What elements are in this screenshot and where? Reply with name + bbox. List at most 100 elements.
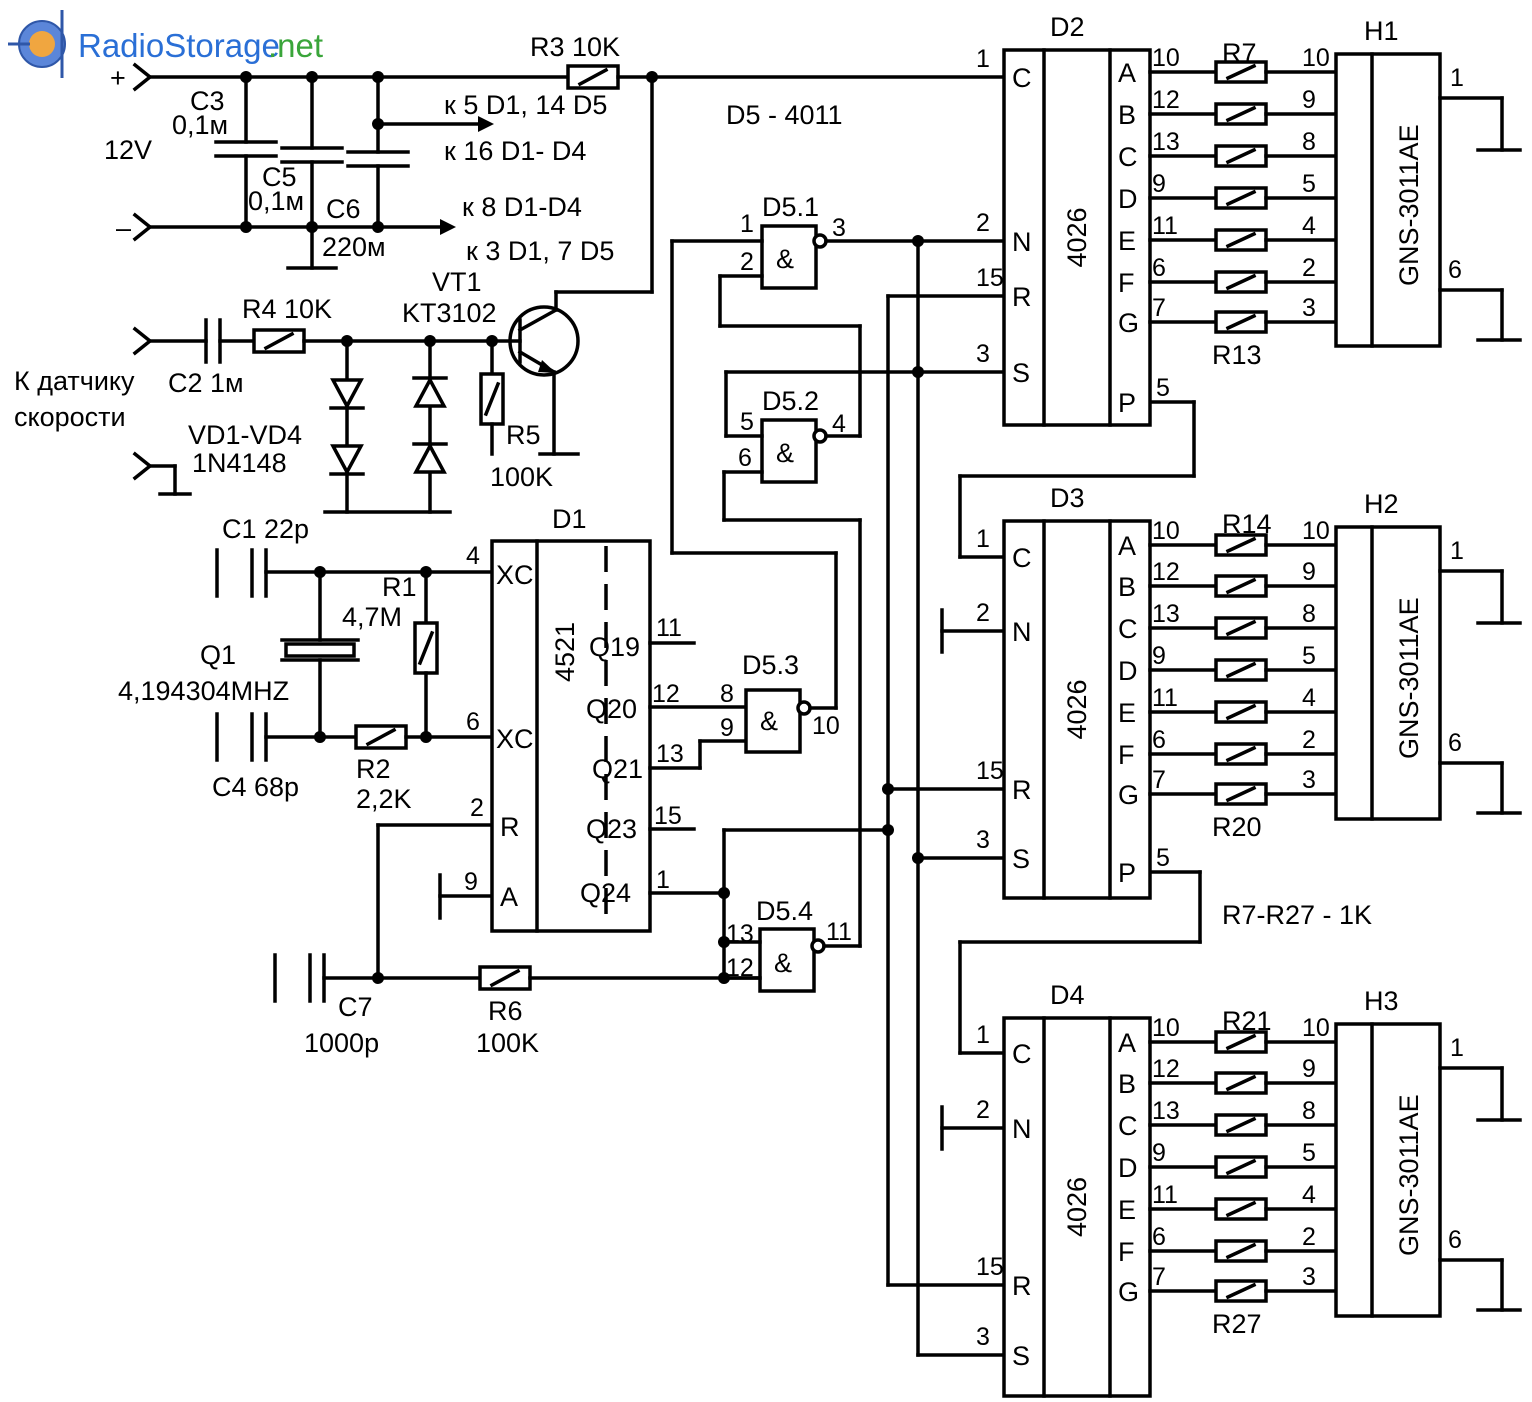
counter-seg-d: D (1118, 184, 1138, 214)
display-pin-6: 6 (1448, 1226, 1462, 1254)
counter-d3-type: 4026 (1062, 679, 1092, 739)
power-note-1: к 5 D1, 14 D5 (444, 90, 607, 120)
d1-num-12: 12 (652, 680, 680, 708)
minus-terminal-label: – (116, 213, 131, 243)
sensor-label-1: К датчику (14, 366, 135, 396)
counter-pin-c: C (1012, 63, 1032, 93)
display-seg-pin: 8 (1302, 600, 1316, 628)
counter-pin-s: S (1012, 844, 1030, 874)
d1-num-1: 1 (656, 866, 670, 894)
gate-d5-4-in1: 13 (726, 920, 754, 948)
c2-label: C2 1м (168, 368, 244, 398)
c1-label: C1 22p (222, 514, 309, 544)
c7-value: 1000p (304, 1028, 379, 1058)
gate-d5-1-in2: 2 (740, 248, 754, 276)
display-seg-pin: 5 (1302, 170, 1316, 198)
counter-seg-e: E (1118, 698, 1136, 728)
counter-seg-pin: 11 (1152, 684, 1178, 712)
counter-seg-pin: 6 (1152, 254, 1166, 282)
counter-pin-p: P (1118, 388, 1136, 418)
counter-seg-b: B (1118, 572, 1136, 602)
gate-d5-1-out: 3 (832, 214, 846, 242)
power-note-3: к 8 D1-D4 (462, 192, 582, 222)
gate-d5-3-symbol: & (760, 706, 778, 736)
gate-d5-2-in2: 6 (738, 444, 752, 472)
counter-seg-e: E (1118, 226, 1136, 256)
gate-d5-4-symbol: & (774, 948, 792, 978)
q1-frequency: 4,194304MHZ (118, 676, 289, 706)
gate-d5-4-name: D5.4 (756, 896, 813, 926)
counter-seg-e: E (1118, 1195, 1136, 1225)
display-seg-pin: 10 (1302, 517, 1330, 545)
gate-d5-2-in1: 5 (740, 408, 754, 436)
d1-num-6: 6 (466, 708, 480, 736)
resistor-r7-label: R7 (1222, 38, 1257, 68)
diodes-type: 1N4148 (192, 448, 287, 478)
display-seg-pin: 8 (1302, 1097, 1316, 1125)
plus-terminal-label: + (110, 63, 126, 93)
counter-pin-c: C (1012, 543, 1032, 573)
counter-seg-d: D (1118, 656, 1138, 686)
counter-seg-pin: 11 (1152, 212, 1178, 240)
gate-d5-3-name: D5.3 (742, 650, 799, 680)
display-seg-pin: 3 (1302, 766, 1316, 794)
d1-pin-xc1: XC (496, 560, 534, 590)
gate-d5-1: & D5.1 1 2 3 (740, 192, 846, 290)
display-h2-name: H2 (1364, 489, 1399, 519)
display-h1-name: H1 (1364, 16, 1399, 46)
r2-label: R2 (356, 754, 391, 784)
display-pin-1: 1 (1450, 1034, 1464, 1062)
counter-pin-r: R (1012, 1271, 1032, 1301)
site-logo[interactable]: RadioStorage .net (8, 10, 323, 78)
counter-seg-f: F (1118, 268, 1135, 298)
counter-seg-pin: 13 (1152, 128, 1180, 156)
counter-seg-pin: 13 (1152, 1097, 1180, 1125)
counter-seg-b: B (1118, 100, 1136, 130)
counter-seg-f: F (1118, 740, 1135, 770)
vt1-label: VT1 (432, 267, 482, 297)
display-seg-pin: 4 (1302, 212, 1316, 240)
d1-chip: D1 4521 XC XC R A Q19 Q20 Q21 Q23 Q24 4 … (464, 504, 748, 933)
gate-d5-1-symbol: & (776, 244, 794, 274)
display-h1-type: GNS-3011AE (1394, 124, 1424, 286)
counter-d2-type: 4026 (1062, 207, 1092, 267)
d1-pin-xc2: XC (496, 724, 534, 754)
gate-d5-3-out: 10 (812, 712, 840, 740)
gate-d5-2-out: 4 (832, 410, 846, 438)
counter-seg-pin: 9 (1152, 642, 1166, 670)
counter-pin-num-s: 3 (976, 340, 990, 368)
display-pin-1: 1 (1450, 537, 1464, 565)
gate-d5-3: & D5.3 8 9 10 (720, 650, 840, 754)
resistor-r14-label: R14 (1222, 509, 1272, 539)
d1-pin-q19: Q19 (589, 632, 640, 662)
power-note-4: к 3 D1, 7 D5 (466, 236, 614, 266)
counter-seg-pin: 10 (1152, 44, 1180, 72)
gate-d5-1-in1: 1 (740, 210, 754, 238)
display-seg-pin: 9 (1302, 1055, 1316, 1083)
counter-seg-pin: 6 (1152, 1223, 1166, 1251)
q1-label: Q1 (200, 640, 236, 670)
resistor-r20-label: R20 (1212, 812, 1262, 842)
c6-value: 220м (322, 232, 386, 262)
counter-d4-type: 4026 (1062, 1177, 1092, 1237)
display-seg-pin: 3 (1302, 294, 1316, 322)
resistor-r27-label: R27 (1212, 1309, 1262, 1339)
c3-label: C3 (190, 86, 225, 116)
display-h2-type: GNS-3011AE (1394, 597, 1424, 759)
display-seg-pin: 5 (1302, 1139, 1316, 1167)
r6-value: 100K (476, 1028, 539, 1058)
r1-value: 4,7M (342, 602, 402, 632)
resistor-note: R7-R27 - 1K (1222, 900, 1372, 930)
counter-pin-num-c: 1 (976, 1021, 990, 1049)
c3-value: 0,1м (172, 110, 228, 140)
gate-d5-1-name: D5.1 (762, 192, 819, 222)
r2-value: 2,2K (356, 784, 412, 814)
display-seg-pin: 3 (1302, 1263, 1316, 1291)
diodes-label: VD1-VD4 (188, 420, 302, 450)
vt1-type: KT3102 (402, 298, 497, 328)
d1-pin-q20: Q20 (586, 694, 637, 724)
display-seg-pin: 9 (1302, 86, 1316, 114)
counter-pin-num-n: 2 (976, 1096, 990, 1124)
counter-seg-c: C (1118, 1111, 1138, 1141)
